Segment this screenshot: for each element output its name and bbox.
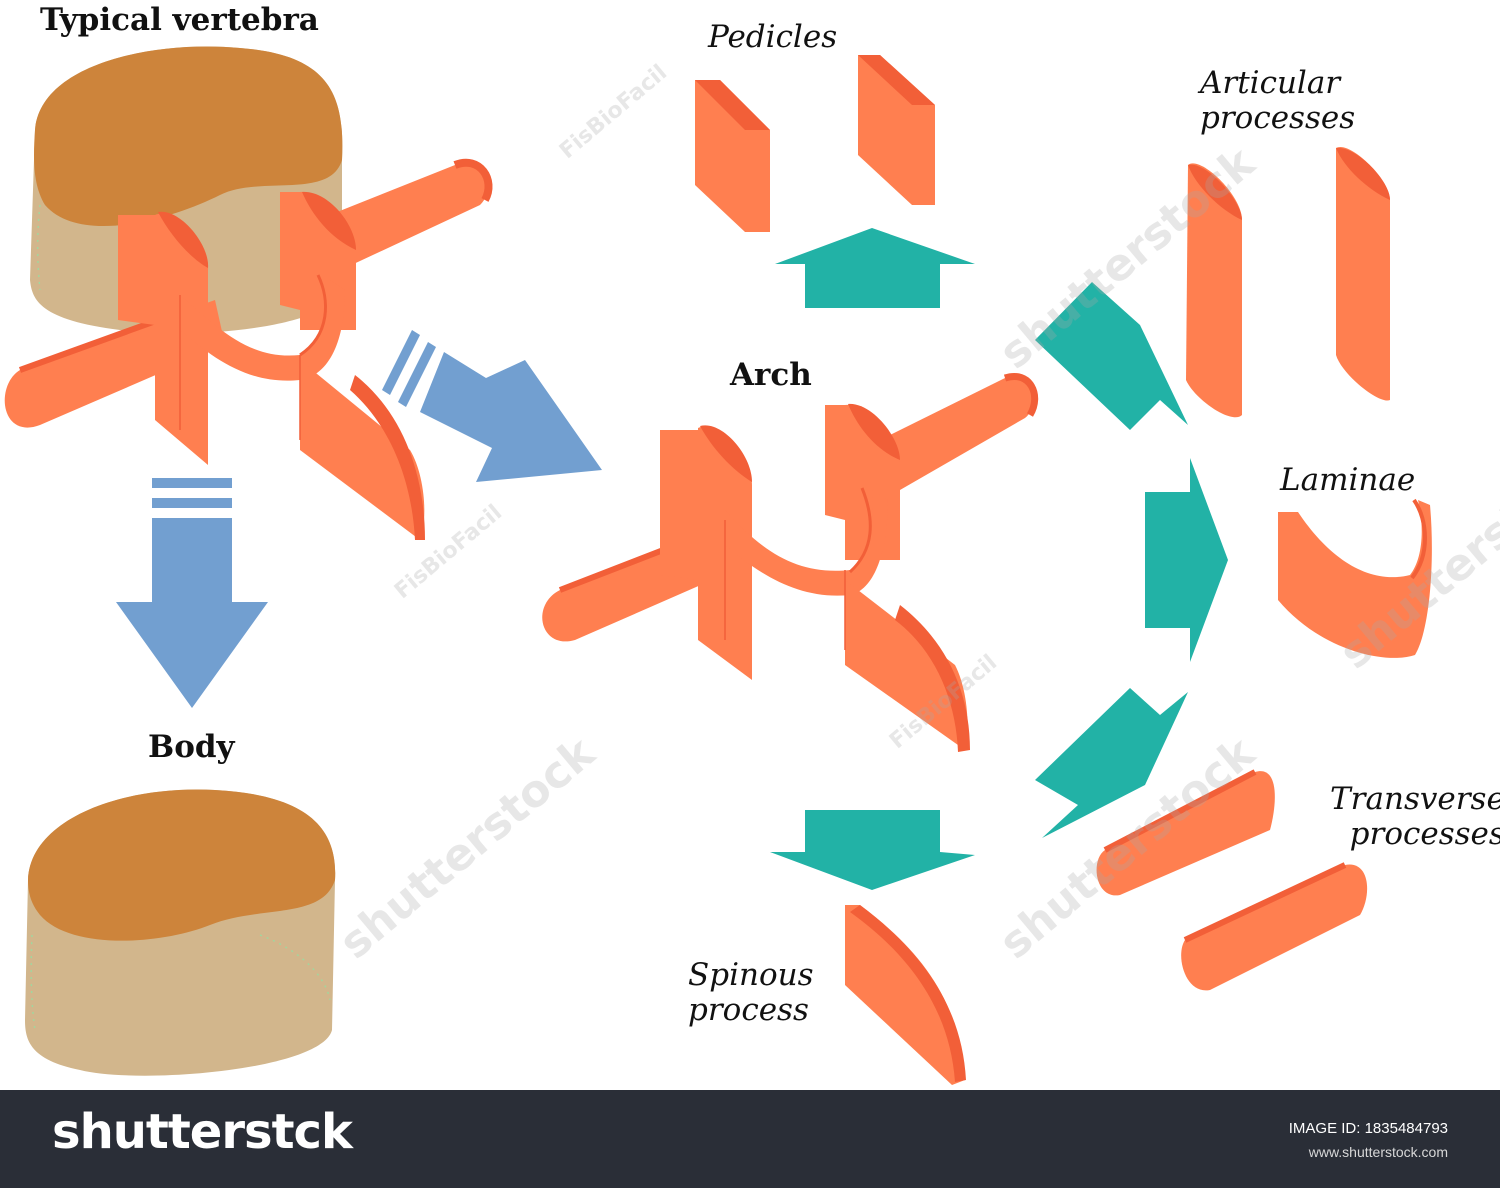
label-body: Body (148, 729, 235, 765)
arch-piece (542, 373, 1039, 752)
image-id: IMAGE ID: 1835484793 (1288, 1120, 1448, 1137)
body-piece (25, 789, 336, 1076)
shutterstock-logo: shutterstck (52, 1104, 353, 1160)
transverse-processes-piece (1096, 769, 1368, 991)
label-arch: Arch (730, 357, 812, 393)
vertebra-diagram (4, 46, 1432, 1085)
label-pedicles: Pedicles (708, 19, 838, 55)
label-articular-processes: Articular processes (1200, 65, 1356, 136)
arrow-to-pedicles (775, 228, 975, 308)
pedicles-piece (695, 55, 935, 232)
spinous-process-piece (845, 905, 966, 1085)
laminae-piece (1278, 498, 1432, 658)
typical-vertebra-arch (4, 158, 493, 540)
diagram-canvas: Typical vertebra Body Arch Pedicles Arti… (4, 2, 1500, 1085)
label-typical-vertebra: Typical vertebra (40, 2, 319, 38)
arrow-to-spinous (770, 810, 975, 890)
label-transverse-processes: Transverse processes (1330, 781, 1500, 852)
stock-footer: shutterstck IMAGE ID: 1835484793 www.shu… (0, 1090, 1500, 1188)
arrow-to-articular (1035, 282, 1188, 430)
articular-processes-piece (1186, 146, 1390, 418)
label-laminae: Laminae (1280, 462, 1416, 498)
site-url: www.shutterstock.com (1308, 1144, 1448, 1160)
teal-arrows (770, 228, 1228, 890)
label-spinous-process: Spinous process (688, 957, 814, 1028)
arrow-to-laminae (1145, 458, 1228, 662)
arrow-to-body (116, 478, 268, 708)
typical-vertebra-body (30, 46, 343, 334)
arrow-to-transverse (1035, 688, 1188, 838)
arrow-to-arch (382, 330, 602, 482)
